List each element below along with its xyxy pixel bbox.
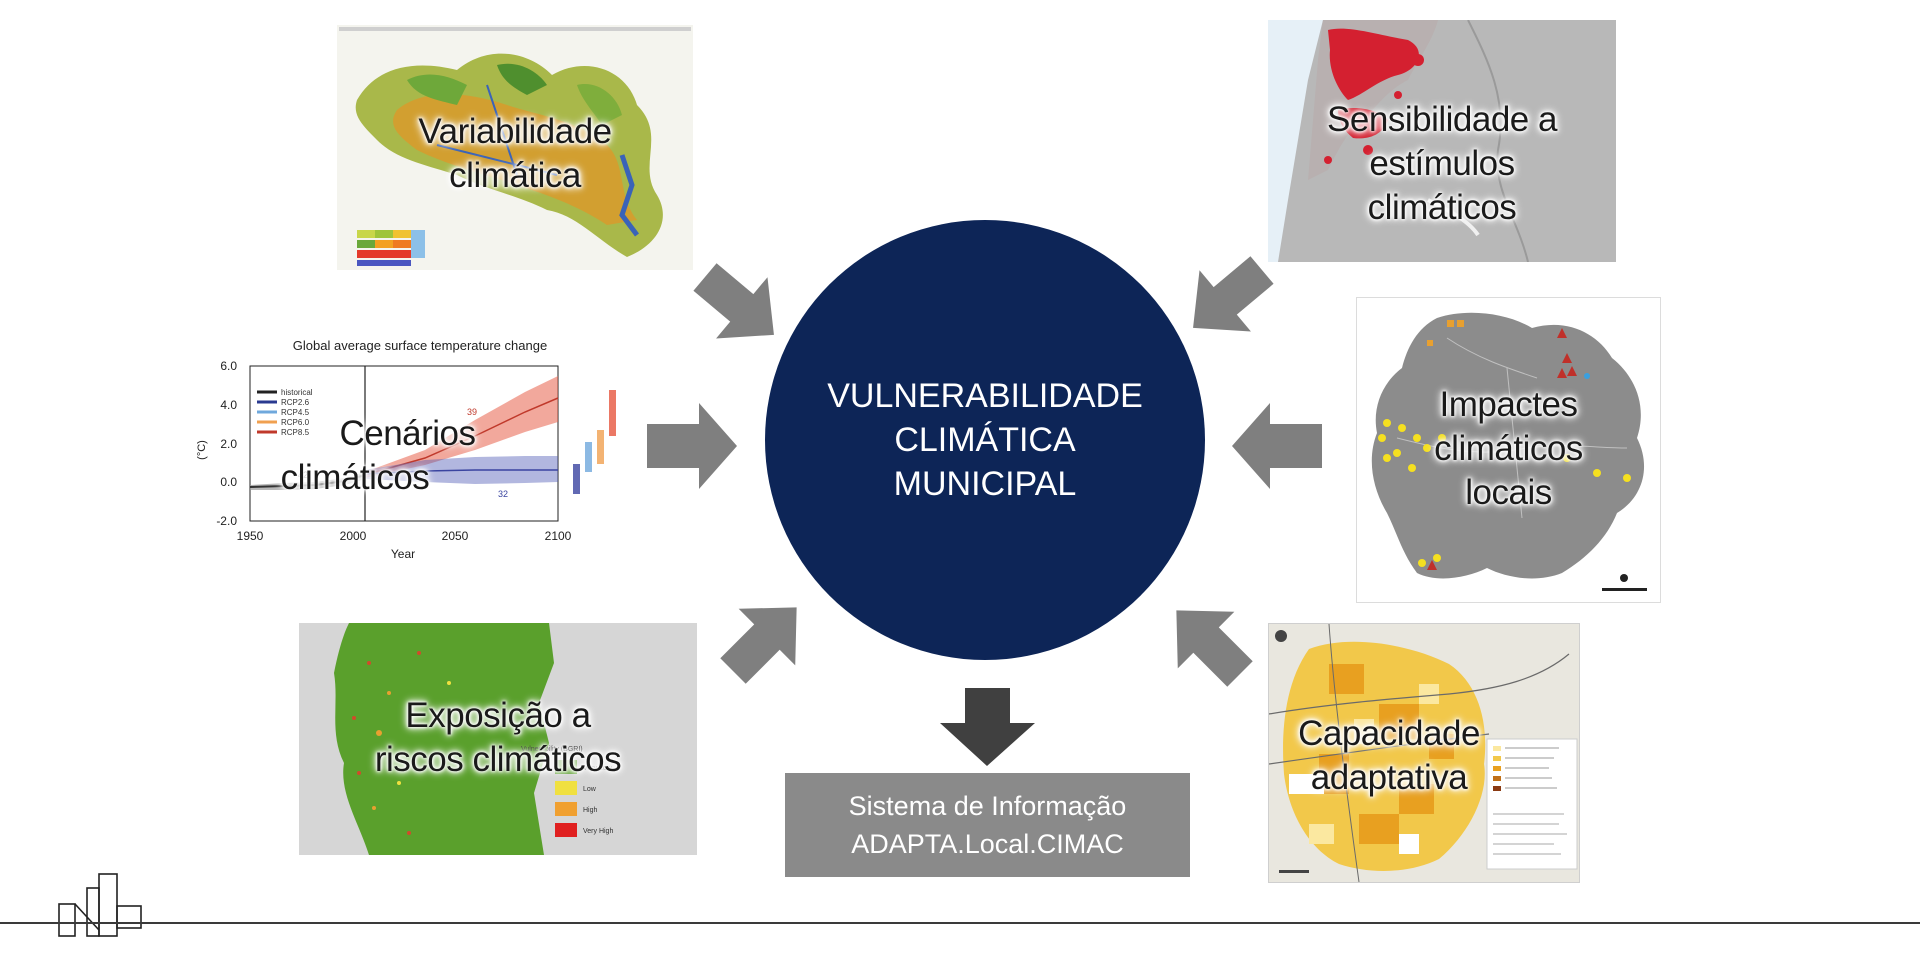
arrow-down: [940, 688, 1035, 766]
cenarios-bar-rcp60: [597, 430, 604, 464]
panel-sensibilidade: Sensibilidade a estímulos climáticos: [1268, 20, 1616, 262]
cenarios-legend-item: historical: [281, 388, 313, 397]
cenarios-annot-hist: 42: [298, 470, 308, 480]
exposicao-legend-title: Vulnerability (BGRI): [521, 746, 583, 753]
logo-icon: [58, 873, 142, 937]
central-title: VULNERABILIDADE CLIMÁTICA MUNICIPAL: [827, 374, 1143, 506]
exposicao-legend: Vulnerability (BGRI) Very Low Low High V…: [521, 746, 613, 837]
cenarios-legend-item: RCP6.0: [281, 418, 310, 427]
information-system-box: Sistema de Informação ADAPTA.Local.CIMAC: [785, 773, 1190, 877]
exposicao-legend-item: Low: [583, 786, 597, 793]
cenarios-chart-title: Global average surface temperature chang…: [293, 338, 547, 353]
panel-cenarios: Global average surface temperature chang…: [195, 332, 627, 567]
arrow-sensibilidade: [1193, 256, 1274, 332]
capacidade-map: [1269, 624, 1579, 882]
cenarios-ytick: -2.0: [216, 514, 237, 528]
sensibilidade-map: [1268, 20, 1616, 262]
cenarios-legend: historical RCP2.6 RCP4.5 RCP6.0 RCP8.5: [257, 388, 313, 437]
arrow-variabilidade: [693, 263, 774, 339]
cenarios-annot-low: 32: [498, 489, 508, 499]
exposicao-label: Exposição a riscos climáticos: [374, 696, 622, 779]
exposicao-legend-item: Very High: [583, 828, 613, 835]
cenarios-xlabel: Year: [391, 547, 415, 561]
arrow-exposicao: [720, 607, 797, 684]
cenarios-ytick: 2.0: [220, 437, 237, 451]
cenarios-historical-line: [249, 474, 366, 488]
cenarios-xtick: 2000: [340, 529, 367, 543]
cenarios-legend-item: RCP4.5: [281, 408, 310, 417]
cenarios-plot-area: [249, 365, 559, 522]
cenarios-xtick: 2050: [442, 529, 469, 543]
central-circle: VULNERABILIDADE CLIMÁTICA MUNICIPAL: [765, 220, 1205, 660]
sensibilidade-label: Sensibilidade a estímulos climáticos: [1327, 100, 1557, 227]
exposicao-map: Vulnerability (BGRI) Very Low Low High V…: [299, 623, 697, 855]
system-box-line2: ADAPTA.Local.CIMAC: [851, 829, 1124, 859]
cenarios-ytick: 0.0: [220, 475, 237, 489]
cenarios-legend-item: RCP2.6: [281, 398, 310, 407]
system-box-line1: Sistema de Informação: [848, 791, 1127, 821]
cenarios-label: Cenários climáticos: [280, 414, 476, 497]
cenarios-chart: Global average surface temperature chang…: [196, 338, 616, 561]
variabilidade-label: Variabilidade climática: [418, 112, 612, 195]
exposicao-legend-item: High: [583, 807, 598, 814]
arrow-impactes: [1232, 403, 1322, 489]
impactes-label: Impactes climáticos locais: [1434, 385, 1583, 512]
cenarios-annot-high: 39: [467, 407, 477, 417]
central-title-line: MUNICIPAL: [893, 465, 1077, 503]
panel-exposicao: Vulnerability (BGRI) Very Low Low High V…: [299, 623, 697, 855]
central-title-line: CLIMÁTICA: [894, 421, 1076, 459]
cenarios-rcp26-line: [364, 469, 558, 475]
exposicao-legend-item: Very Low: [583, 765, 613, 772]
variabilidade-map: [339, 27, 691, 266]
panel-variabilidade: Variabilidade climática: [337, 25, 693, 270]
cenarios-bar-rcp85: [609, 390, 616, 436]
cenarios-xtick: 2100: [545, 529, 572, 543]
variabilidade-legend: [357, 230, 425, 266]
cenarios-rcp85-band: [365, 376, 558, 478]
panel-capacidade: Capacidade adaptativa: [1268, 623, 1580, 883]
arrow-cenarios: [647, 403, 737, 489]
cenarios-ytick: 4.0: [220, 398, 237, 412]
cenarios-rcp85-line: [364, 397, 559, 476]
capacidade-label: Capacidade adaptativa: [1298, 714, 1480, 797]
cenarios-bar-rcp26: [573, 464, 580, 494]
capacidade-legend: [1486, 738, 1578, 870]
arrow-capacidade: [1176, 610, 1253, 687]
cenarios-yunit: (°C): [196, 440, 208, 460]
impactes-map: [1371, 312, 1647, 591]
impactes-north-arrow: [1602, 574, 1647, 591]
cenarios-legend-item: RCP8.5: [281, 428, 310, 437]
footer-divider: [0, 922, 1920, 924]
panel-impactes: Impactes climáticos locais: [1356, 297, 1661, 603]
cenarios-xtick: 1950: [237, 529, 264, 543]
cenarios-bar-rcp45: [585, 442, 592, 472]
cenarios-ytick: 6.0: [220, 359, 237, 373]
central-title-line: VULNERABILIDADE: [827, 377, 1143, 415]
